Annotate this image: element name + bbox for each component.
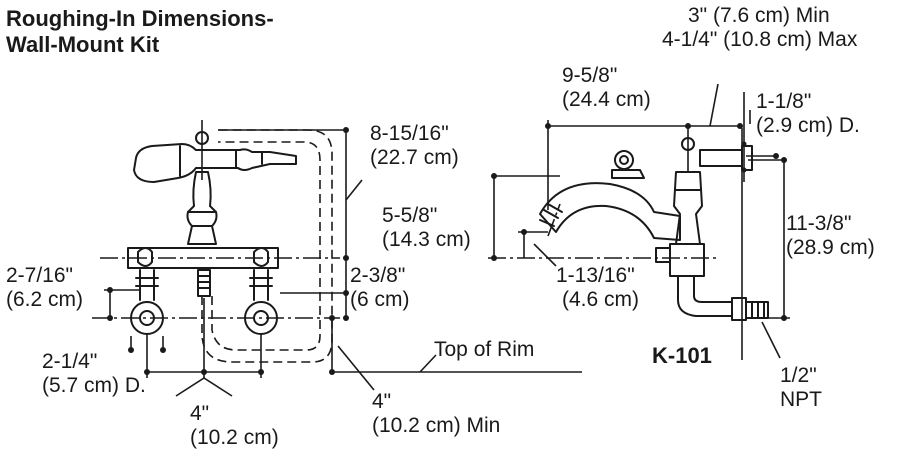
dim-11-3-8: 11-3/8" (28.9 cm) <box>786 212 875 260</box>
dim-2-3-8-cm: (6 cm) <box>350 288 410 311</box>
dim-npt-size: 1/2" <box>780 364 817 387</box>
dim-8-15-16-cm: (22.7 cm) <box>370 146 459 169</box>
dim-1-1-8: 1-1/8" (2.9 cm) D. <box>756 90 860 138</box>
title-line-2: Wall-Mount Kit <box>6 32 160 57</box>
dim-npt-label: NPT <box>780 388 822 411</box>
dim-8-15-16: 8-15/16" (22.7 cm) <box>370 122 459 170</box>
dim-9-5-8-in: 9-5/8" <box>562 64 618 87</box>
dim-2-7-16-in: 2-7/16" <box>6 264 73 287</box>
dim-1-13-16-in: 1-13/16" <box>556 264 635 287</box>
dim-3-min-line2: 4-1/4" (10.8 cm) Max <box>662 28 858 51</box>
dim-4-min-cm: (10.2 cm) Min <box>372 414 501 437</box>
dim-1-1-8-in: 1-1/8" <box>756 90 812 113</box>
dim-2-3-8-in: 2-3/8" <box>350 264 406 287</box>
dim-5-5-8: 5-5/8" (14.3 cm) <box>382 204 471 252</box>
right-faucet-drawing <box>488 124 769 360</box>
dim-1-13-16-cm: (4.6 cm) <box>562 288 640 311</box>
dim-9-5-8-cm: (24.4 cm) <box>562 88 651 111</box>
dim-4-left-cm: (10.2 cm) <box>190 426 279 449</box>
dimension-lines <box>104 83 790 397</box>
dim-11-3-8-in: 11-3/8" <box>786 212 852 235</box>
dim-2-1-4: 2-1/4" (5.7 cm) D. <box>42 350 146 398</box>
top-of-rim-label: Top of Rim <box>434 338 535 361</box>
dim-5-5-8-cm: (14.3 cm) <box>382 228 471 251</box>
diagram-title: Roughing-In Dimensions- Wall-Mount Kit <box>6 6 274 58</box>
dim-2-7-16-cm: (6.2 cm) <box>6 288 84 311</box>
dim-4-left: 4" (10.2 cm) <box>190 402 279 450</box>
title-line-1: Roughing-In Dimensions- <box>6 6 274 31</box>
dim-2-1-4-in: 2-1/4" <box>42 350 98 373</box>
dim-1-1-8-cm: (2.9 cm) D. <box>756 114 860 137</box>
dim-3-min: 3" (7.6 cm) Min 4-1/4" (10.8 cm) Max <box>662 4 857 52</box>
dim-4-min-in: 4" <box>372 390 392 413</box>
dim-npt: 1/2" NPT <box>780 364 822 412</box>
dim-4-left-in: 4" <box>190 402 210 425</box>
dim-1-13-16: 1-13/16" (4.6 cm) <box>556 264 639 312</box>
dim-2-3-8: 2-3/8" (6 cm) <box>350 264 410 312</box>
dim-5-5-8-in: 5-5/8" <box>382 204 438 227</box>
dim-4-min: 4" (10.2 cm) Min <box>372 390 500 438</box>
dim-2-1-4-cm: (5.7 cm) D. <box>42 374 146 397</box>
dim-9-5-8: 9-5/8" (24.4 cm) <box>562 64 651 112</box>
left-faucet-drawing <box>92 120 340 363</box>
model-number: K-101 <box>652 343 712 368</box>
dim-2-7-16: 2-7/16" (6.2 cm) <box>6 264 83 312</box>
dim-3-min-line1: 3" (7.6 cm) Min <box>688 4 830 27</box>
dim-8-15-16-in: 8-15/16" <box>370 122 449 145</box>
dim-11-3-8-cm: (28.9 cm) <box>786 236 875 259</box>
